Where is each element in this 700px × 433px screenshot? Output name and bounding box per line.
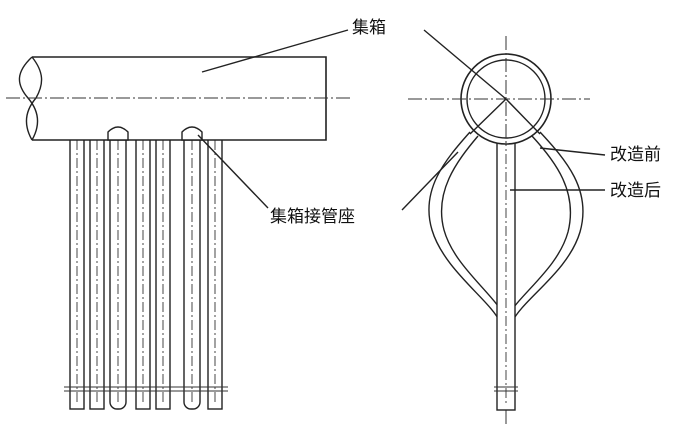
tube-group-left: [64, 127, 228, 410]
left-side-view: [6, 56, 352, 410]
tube-loop-before: [428, 131, 584, 323]
leader-before: [539, 147, 606, 156]
leader-nozzle: [197, 134, 269, 209]
leader-header-right: [423, 29, 507, 100]
label-before-modification: 改造前: [610, 145, 661, 165]
leader-lines: [197, 29, 606, 211]
label-header-nozzle: 集箱接管座: [270, 207, 355, 227]
header-pipe-left: [6, 56, 352, 141]
label-header: 集箱: [352, 18, 386, 38]
header-nozzles-left: [107, 126, 203, 141]
label-after-modification: 改造后: [610, 181, 661, 201]
tube-straight-after: [494, 131, 518, 411]
labels: 集箱 集箱接管座 改造前 改造后: [270, 18, 661, 227]
leader-header-left: [201, 29, 349, 73]
right-end-view: [408, 36, 590, 425]
leader-nozzle-right: [401, 151, 459, 211]
header-pipe-section: [408, 36, 590, 145]
